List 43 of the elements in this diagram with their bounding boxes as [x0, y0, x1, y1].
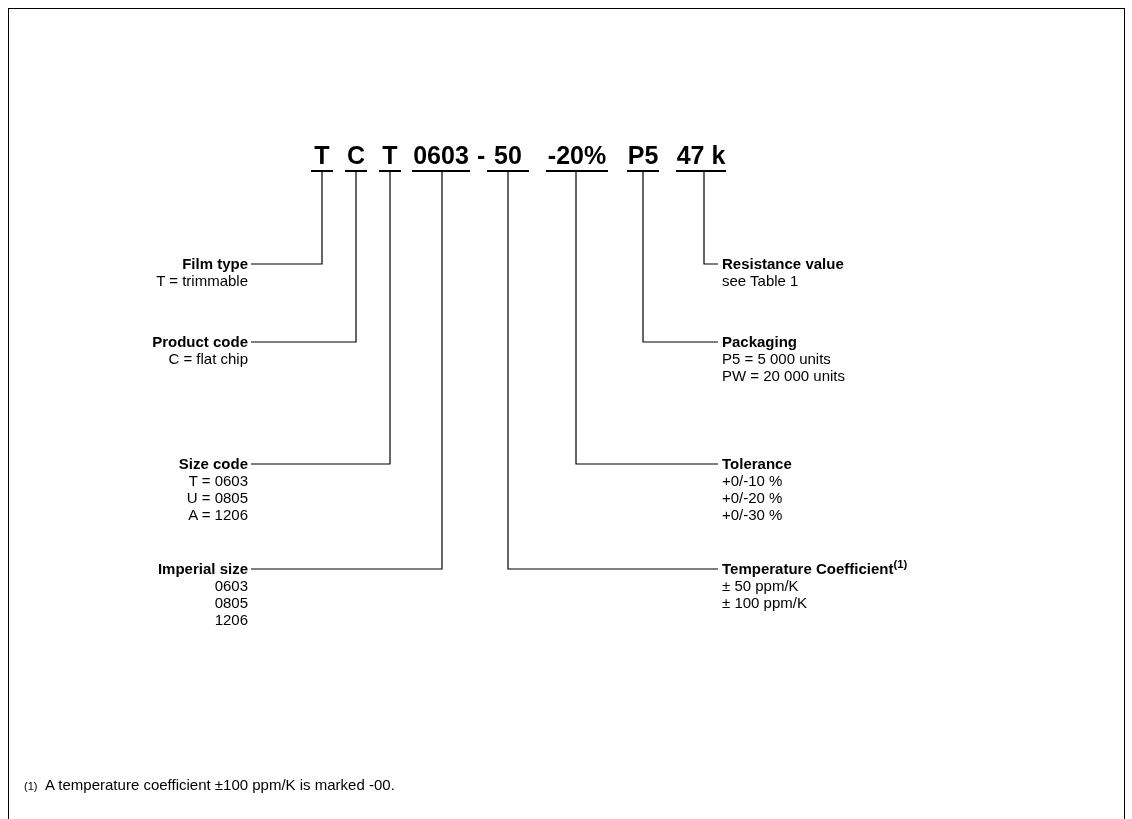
footnote-marker: (1) — [24, 779, 38, 793]
leader-line — [250, 171, 357, 343]
code-option: P5 = 5 000 units — [722, 350, 831, 367]
code-segment: T — [379, 140, 401, 172]
leader-line — [642, 171, 719, 343]
code-option: +0/-10 % — [722, 472, 783, 489]
code-option: 0603 — [214, 577, 248, 594]
field-heading: Tolerance — [722, 455, 792, 472]
code-segment: 0603 — [412, 140, 470, 172]
code-option: U = 0805 — [186, 489, 248, 506]
code-option: 1206 — [214, 611, 248, 628]
leader-line — [703, 171, 719, 265]
field-heading: Imperial size — [157, 560, 248, 577]
leader-line — [250, 171, 391, 465]
code-option: PW = 20 000 units — [722, 367, 845, 384]
field-heading: Size code — [178, 455, 248, 472]
code-segment: C — [345, 140, 367, 172]
code-option: C = flat chip — [168, 350, 248, 367]
leader-line — [250, 171, 443, 570]
leader-line — [575, 171, 719, 465]
code-option: +0/-20 % — [722, 489, 783, 506]
leader-line — [250, 171, 323, 265]
field-heading: Product code — [152, 333, 248, 350]
code-segment: T — [311, 140, 333, 172]
code-segment: P5 — [627, 140, 659, 172]
code-option: T = 0603 — [188, 472, 248, 489]
code-segment: -20% — [546, 140, 608, 172]
field-heading: Packaging — [722, 333, 798, 350]
field-heading: Film type — [182, 255, 248, 272]
code-option: ± 50 ppm/K — [722, 577, 799, 594]
code-option: T = trimmable — [156, 272, 248, 289]
code-option: 0805 — [214, 594, 248, 611]
code-segment: 47 k — [676, 140, 726, 172]
field-heading: Resistance value — [722, 255, 844, 272]
code-option: ± 100 ppm/K — [722, 594, 807, 611]
code-option: +0/-30 % — [722, 506, 783, 523]
field-heading: Temperature Coefficient$^{(1)}$ — [722, 560, 908, 577]
leader-line — [507, 171, 719, 570]
separator-dash: - — [477, 140, 486, 170]
footnote-text: A temperature coefficient ±100 ppm/K is marked -00. — [45, 776, 395, 794]
code-option: A = 1206 — [188, 506, 248, 523]
code-option: see Table 1 — [722, 272, 799, 289]
code-segment: 50 — [487, 140, 529, 172]
